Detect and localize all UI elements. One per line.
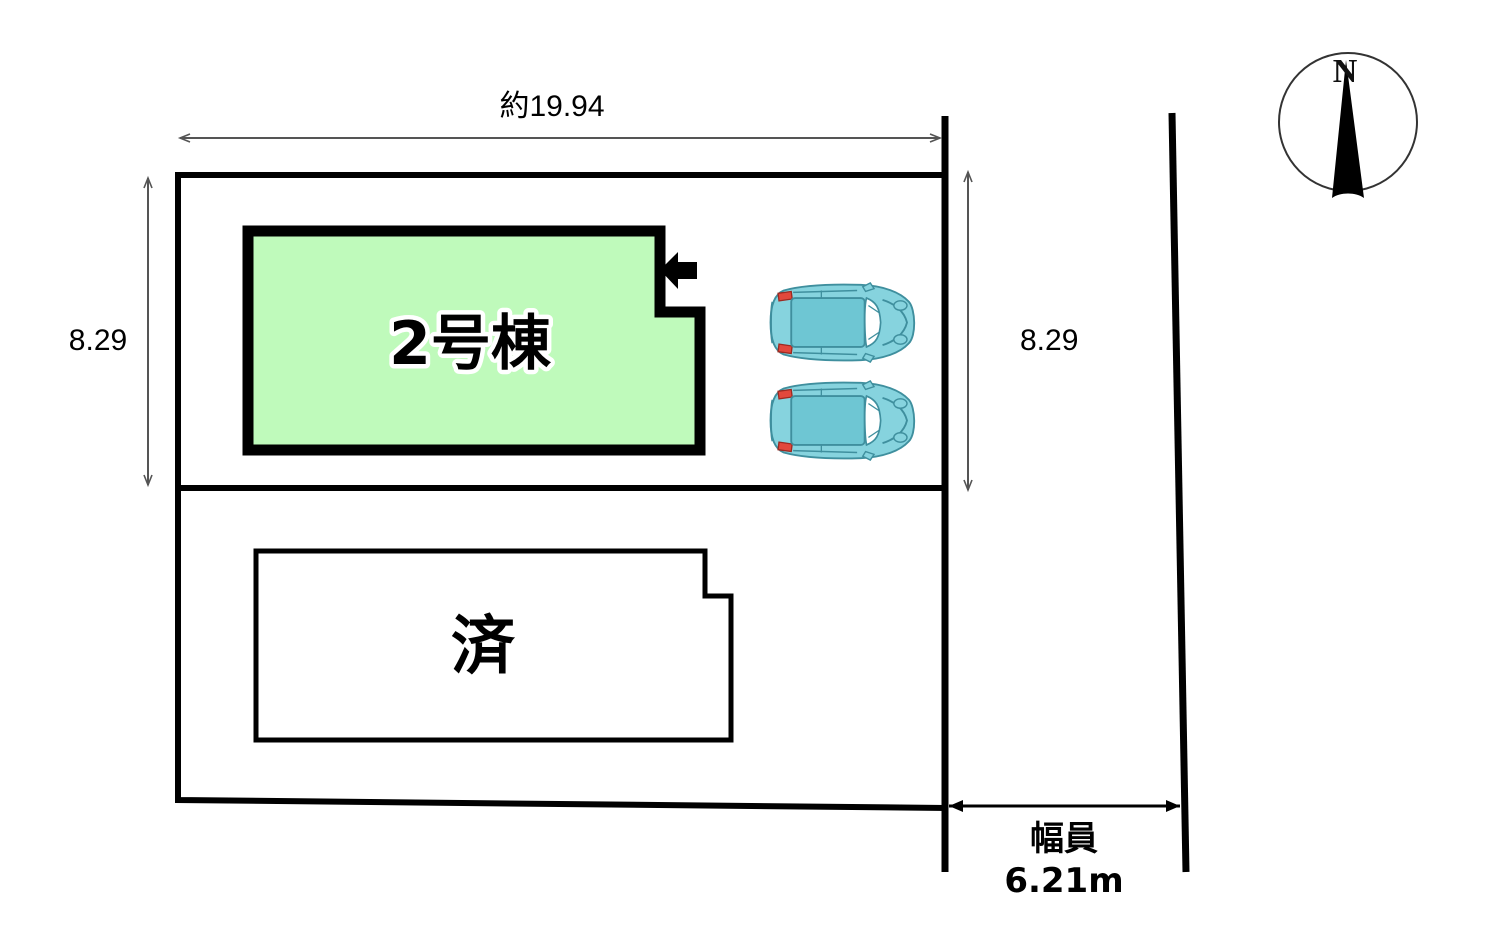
building-2-label: 2号棟	[389, 309, 552, 379]
compass-rose: N	[1278, 52, 1418, 198]
dimension-left: 8.29	[69, 175, 153, 488]
building-sold-label: 済	[451, 610, 516, 684]
building-sold[interactable]: 済	[253, 548, 734, 743]
dimension-top: 約19.94	[177, 90, 943, 143]
car-icon	[769, 380, 916, 461]
dimension-right-label: 8.29	[1020, 324, 1078, 357]
parking-space-2[interactable]	[769, 380, 916, 461]
building-2[interactable]: 2号棟 2号棟	[242, 225, 706, 456]
car-icon	[769, 282, 916, 363]
road-far-edge	[1168, 112, 1190, 873]
building-2-label-halo: 2号棟	[389, 309, 552, 379]
front-road	[941, 112, 1190, 873]
entrance-arrow-icon	[660, 252, 697, 289]
dimension-top-label: 約19.94	[499, 90, 604, 123]
dimension-road-width: 幅員 6.21m	[949, 800, 1180, 901]
road-width-label-line2: 6.21m	[1004, 861, 1123, 901]
road-width-label-line1: 幅員	[1030, 819, 1098, 859]
parking-space-1[interactable]	[769, 282, 916, 363]
compass-needle-icon	[1332, 60, 1364, 198]
building-2-footprint	[242, 225, 706, 456]
dimension-left-label: 8.29	[69, 324, 127, 357]
building-sold-footprint	[253, 548, 734, 743]
dimension-right: 8.29	[963, 169, 1078, 493]
compass-north-letter: N	[1333, 53, 1358, 90]
